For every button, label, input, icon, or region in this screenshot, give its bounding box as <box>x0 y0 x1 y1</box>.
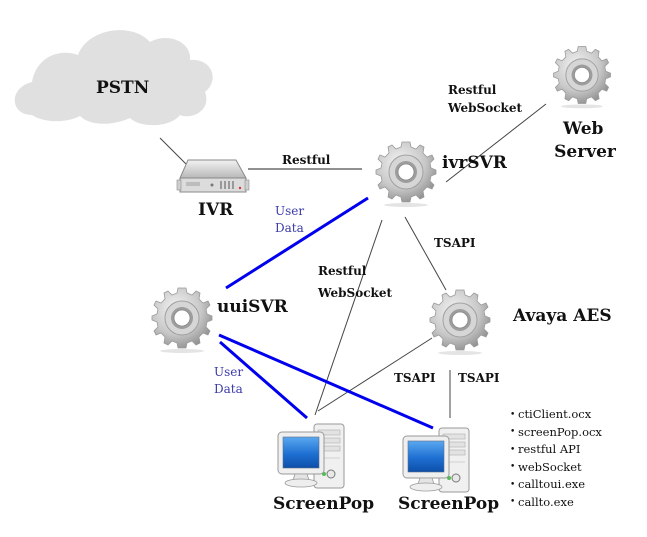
edge-label-userdata2-line2: Data <box>214 382 243 396</box>
list-item: restful API <box>510 441 602 459</box>
ivr-label: IVR <box>198 200 234 220</box>
screenpop1-computer-icon <box>277 423 345 489</box>
ivrsvr-label: ivrSVR <box>442 153 507 173</box>
edge-label-avaya-screenpop2: TSAPI <box>458 371 500 385</box>
avaya-aes-label: Avaya AES <box>513 306 612 326</box>
list-item: webSocket <box>510 459 602 477</box>
screenpop2-computer-icon <box>402 427 470 493</box>
edge-label-screenpop-line1: Restful <box>318 264 367 278</box>
edge-avaya-screenpop1 <box>317 337 433 412</box>
edge-ivrsvr-webserver <box>445 103 547 183</box>
list-item: callto.exe <box>510 494 602 512</box>
edge-label-userdata1-line2: Data <box>275 221 304 235</box>
screenpop1-label: ScreenPop <box>273 494 375 514</box>
list-item: ctiClient.ocx <box>510 406 602 424</box>
edge-uuisvr-screenpop1 <box>219 340 308 420</box>
pstn-cloud-icon <box>14 30 213 126</box>
edge-label-userdata1-line1: User <box>275 204 305 218</box>
components-list: ctiClient.ocx screenPop.ocx restful API … <box>510 406 602 511</box>
webserver-gear-icon <box>553 46 611 109</box>
edge-label-ivrsvr-avaya: TSAPI <box>434 236 476 250</box>
uuisvr-gear-icon <box>151 287 213 354</box>
edge-ivrsvr-uuisvr <box>225 196 369 290</box>
edge-label-webserver-line2: WebSocket <box>448 101 522 115</box>
edge-uuisvr-screenpop2 <box>218 333 434 430</box>
webserver-label-line2: Server <box>554 142 616 162</box>
list-item: calltoui.exe <box>510 476 602 494</box>
uuisvr-label: uuiSVR <box>217 297 288 317</box>
webserver-label-line1: Web <box>563 119 604 139</box>
edges-user-data <box>218 196 434 430</box>
edge-label-userdata2-line1: User <box>214 365 244 379</box>
edge-label-screenpop-line2: WebSocket <box>318 286 392 300</box>
edge-label-webserver-line1: Restful <box>448 83 497 97</box>
edge-label-avaya-screenpop1: TSAPI <box>394 371 436 385</box>
edge-label-ivr-ivrsvr: Restful <box>282 153 331 167</box>
ivrsvr-gear-icon <box>375 141 437 208</box>
ivr-server-icon <box>176 159 250 193</box>
edge-ivrsvr-avaya <box>404 216 447 291</box>
pstn-label: PSTN <box>96 78 150 98</box>
screenpop2-label: ScreenPop <box>398 494 500 514</box>
list-item: screenPop.ocx <box>510 424 602 442</box>
edge-ivrsvr-screenpop1 <box>314 219 383 416</box>
avaya-aes-gear-icon <box>429 289 491 356</box>
